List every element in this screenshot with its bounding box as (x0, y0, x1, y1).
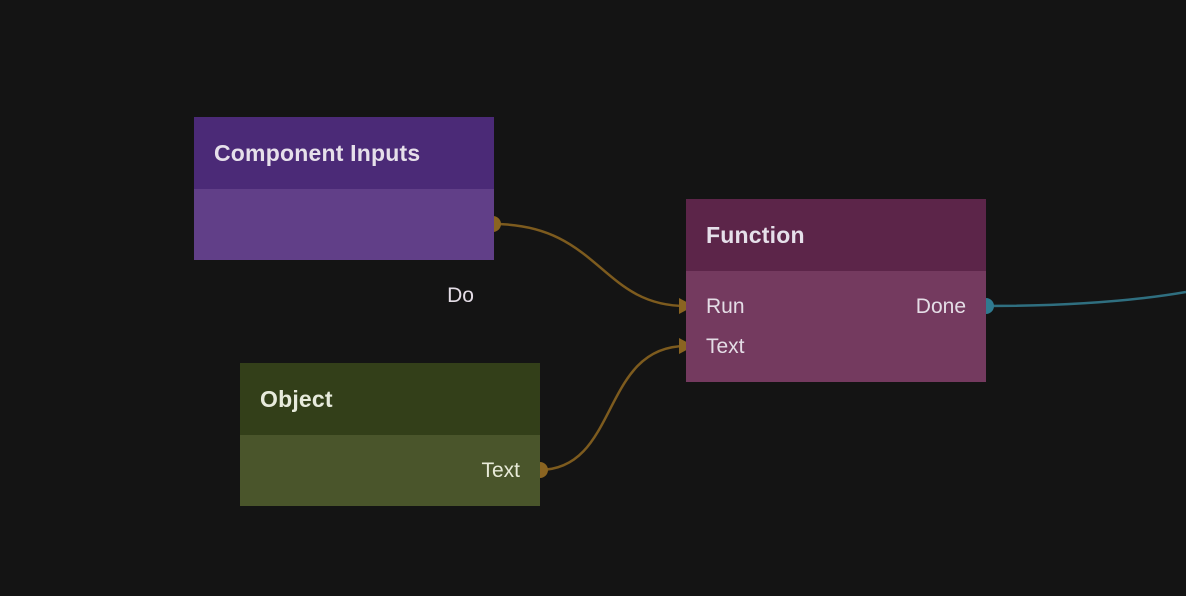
node-title: Function (706, 221, 805, 248)
node-body: Text (240, 435, 540, 506)
node-object[interactable]: Object Text (240, 363, 540, 506)
node-header[interactable]: Component Inputs (194, 117, 494, 189)
node-title: Object (260, 385, 333, 412)
wire-text-to-text[interactable] (538, 344, 687, 472)
wire-done-out[interactable] (985, 290, 1186, 308)
node-component-inputs[interactable]: Component Inputs Do (194, 117, 494, 307)
port-label-done: Done (915, 295, 966, 318)
port-label-do: Do (447, 284, 474, 307)
node-title: Component Inputs (214, 139, 421, 166)
wire-do-to-run[interactable] (492, 222, 687, 308)
port-label-run: Run (706, 295, 745, 318)
node-body: Do (194, 189, 494, 307)
node-header[interactable]: Object (240, 363, 540, 435)
port-label-text-input: Text (706, 335, 745, 358)
node-function[interactable]: Function Run Text Done (686, 199, 986, 382)
port-label-text-output: Text (481, 459, 520, 482)
node-body: Run Text Done (686, 271, 986, 382)
node-header[interactable]: Function (686, 199, 986, 271)
